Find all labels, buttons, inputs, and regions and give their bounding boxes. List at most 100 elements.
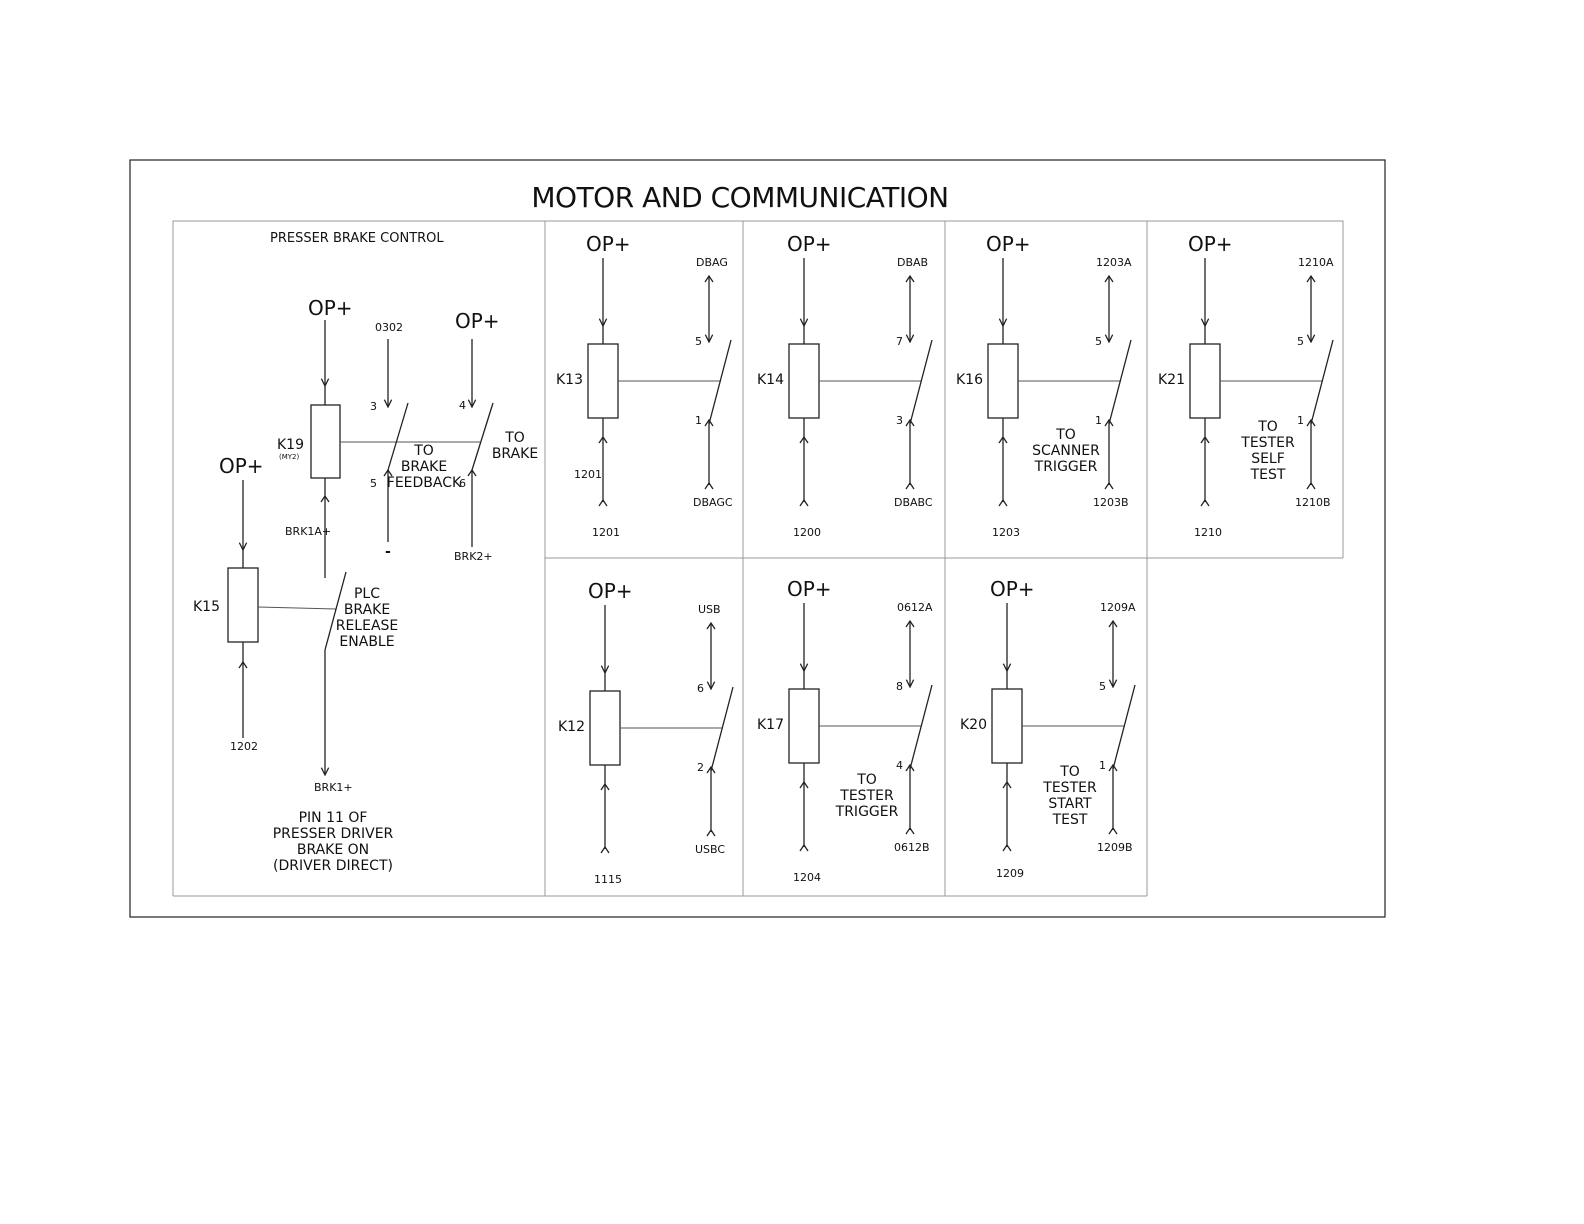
presser-note-0: PIN 11 OF bbox=[299, 810, 368, 826]
contact-bottom-pin: 2 bbox=[697, 761, 704, 774]
presser-note-1: PRESSER DRIVER bbox=[273, 826, 394, 842]
contact-blade bbox=[1310, 339, 1334, 425]
relay-k15: OP+ K15 1202 PLC BRAKE RELEASE ENABLE BR… bbox=[193, 454, 398, 794]
contact-top-pin: 5 bbox=[695, 335, 702, 348]
relay-label: K16 bbox=[956, 372, 983, 388]
k19-c1-bottom-wire: - bbox=[385, 544, 391, 560]
contact-top-wire: DBAB bbox=[897, 256, 928, 269]
relay-coil bbox=[788, 688, 820, 764]
k19-c2-desc-1: BRAKE bbox=[492, 446, 538, 462]
k19-c1-top-pin: 3 bbox=[370, 400, 377, 413]
k19-coil bbox=[310, 404, 341, 479]
supply-label: OP+ bbox=[990, 577, 1035, 601]
contact-blade bbox=[909, 684, 933, 770]
k15-label: K15 bbox=[193, 599, 220, 615]
contact-top-wire: 1209A bbox=[1100, 601, 1136, 614]
contact-desc: TEST bbox=[1250, 467, 1286, 483]
drawing-frame bbox=[129, 159, 1386, 918]
contact-desc: SCANNER bbox=[1032, 443, 1100, 459]
relay-coil bbox=[788, 343, 820, 419]
k19-sublabel: (MY2) bbox=[279, 453, 300, 461]
k19-c2-bottom-wire: BRK2+ bbox=[454, 550, 493, 563]
section-grid bbox=[172, 220, 1344, 897]
relay-k19: OP+ K19 (MY2) BRK1A+ 0302 3 5 - TO BRAKE… bbox=[277, 296, 538, 569]
relay-coil bbox=[589, 690, 621, 766]
k19-c1-desc-2: FEEDBACK bbox=[387, 475, 462, 491]
supply-label: OP+ bbox=[787, 232, 832, 256]
contact-bottom-wire: DBABC bbox=[894, 496, 933, 509]
coil-left-label: 1201 bbox=[574, 468, 602, 481]
k19-c1-desc-0: TO bbox=[413, 443, 434, 459]
relay-label: K12 bbox=[558, 719, 585, 735]
contact-bottom-wire: 1210B bbox=[1295, 496, 1331, 509]
relay-coil bbox=[991, 688, 1023, 764]
k15-desc-0: PLC bbox=[354, 586, 380, 602]
k19-bottom-wire: BRK1A+ bbox=[285, 525, 331, 538]
relay-cells: OP+K1312011201DBAG51DBAGCOP+K141200DBAB7… bbox=[556, 232, 1334, 886]
coil-bottom-wire: 1200 bbox=[793, 526, 821, 539]
contact-desc: TO bbox=[1059, 764, 1080, 780]
contact-top-wire: DBAG bbox=[696, 256, 728, 269]
coil-bottom-wire: 1210 bbox=[1194, 526, 1222, 539]
contact-desc: START bbox=[1048, 796, 1092, 812]
coil-bottom-wire: 1204 bbox=[793, 871, 821, 884]
relay-coil bbox=[987, 343, 1019, 419]
contact-blade bbox=[708, 339, 732, 425]
k15-coil bbox=[227, 567, 259, 643]
contact-bottom-wire: DBAGC bbox=[693, 496, 733, 509]
contact-top-wire: USB bbox=[698, 603, 721, 616]
contact-blade bbox=[1108, 339, 1132, 425]
contact-blade bbox=[909, 339, 933, 425]
presser-note-2: BRAKE ON bbox=[297, 842, 369, 858]
contact-bottom-pin: 1 bbox=[695, 414, 702, 427]
relay-coil bbox=[587, 343, 619, 419]
supply-label: OP+ bbox=[986, 232, 1031, 256]
page-title: MOTOR AND COMMUNICATION bbox=[531, 181, 948, 214]
contact-blade bbox=[1112, 684, 1136, 770]
contact-top-pin: 7 bbox=[896, 335, 903, 348]
presser-brake-control-section: PRESSER BRAKE CONTROL OP+ K19 (MY2) BRK1… bbox=[193, 231, 538, 874]
k19-c1-bottom-pin: 5 bbox=[370, 477, 377, 490]
coil-bottom-wire: 1115 bbox=[594, 873, 622, 886]
contact-desc: TEST bbox=[1052, 812, 1088, 828]
coil-bottom-wire: 1203 bbox=[992, 526, 1020, 539]
k19-c2-supply-label: OP+ bbox=[455, 309, 500, 333]
supply-label: OP+ bbox=[1188, 232, 1233, 256]
contact-bottom-pin: 1 bbox=[1297, 414, 1304, 427]
k19-c1-top-wire: 0302 bbox=[375, 321, 403, 334]
contact-blade bbox=[710, 686, 734, 772]
contact-bottom-wire: USBC bbox=[695, 843, 725, 856]
contact-bottom-wire: 0612B bbox=[894, 841, 930, 854]
contact-top-wire: 1203A bbox=[1096, 256, 1132, 269]
contact-bottom-wire: 1209B bbox=[1097, 841, 1133, 854]
contact-bottom-pin: 4 bbox=[896, 759, 903, 772]
contact-desc: TRIGGER bbox=[835, 804, 899, 820]
presser-heading: PRESSER BRAKE CONTROL bbox=[270, 231, 444, 246]
contact-bottom-pin: 3 bbox=[896, 414, 903, 427]
contact-top-wire: 0612A bbox=[897, 601, 933, 614]
k19-supply-label: OP+ bbox=[308, 296, 353, 320]
presser-note-3: (DRIVER DIRECT) bbox=[273, 858, 393, 874]
contact-top-pin: 8 bbox=[896, 680, 903, 693]
contact-top-pin: 6 bbox=[697, 682, 704, 695]
k15-desc-2: RELEASE bbox=[336, 618, 399, 634]
contact-desc: TESTER bbox=[1240, 435, 1295, 451]
contact-top-pin: 5 bbox=[1095, 335, 1102, 348]
contact-bottom-pin: 1 bbox=[1095, 414, 1102, 427]
k15-contact-bottom-wire: BRK1+ bbox=[314, 781, 353, 794]
coil-bottom-wire: 1209 bbox=[996, 867, 1024, 880]
contact-top-pin: 5 bbox=[1297, 335, 1304, 348]
coil-bottom-wire: 1201 bbox=[592, 526, 620, 539]
relay-label: K17 bbox=[757, 717, 784, 733]
k19-c2-top-pin: 4 bbox=[459, 399, 466, 412]
k15-bottom-wire: 1202 bbox=[230, 740, 258, 753]
k19-c1-desc-1: BRAKE bbox=[401, 459, 447, 475]
k15-supply-label: OP+ bbox=[219, 454, 264, 478]
contact-top-pin: 5 bbox=[1099, 680, 1106, 693]
